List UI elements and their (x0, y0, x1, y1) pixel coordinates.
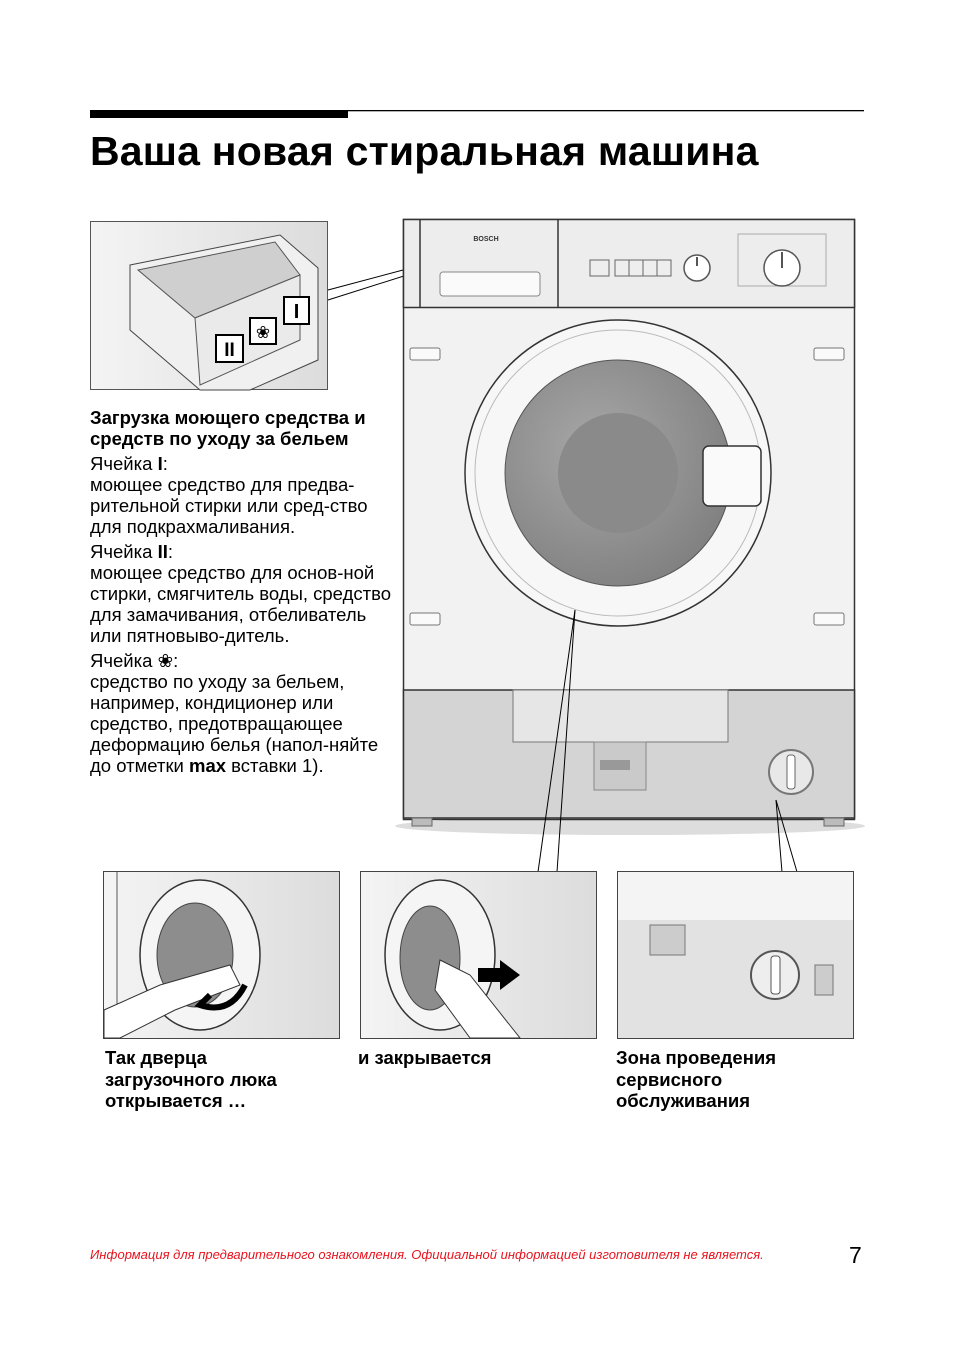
drawer-cell-flower-label (249, 317, 277, 345)
cell-1-mark: I (157, 453, 163, 474)
cell-1-description: Ячейка I:моющее средство для предва-рите… (90, 453, 368, 537)
door-opening-illustration (103, 871, 340, 1039)
flower-icon: ❀ (157, 650, 174, 671)
detergent-description: Загрузка моющего средства и средств по у… (90, 407, 395, 780)
page-number: 7 (849, 1242, 862, 1268)
detergent-drawer-illustration: I ❀ II (90, 221, 449, 391)
door-handle (702, 445, 762, 507)
page-title: Ваша новая стиральная машина (90, 128, 759, 174)
detergent-heading: Загрузка моющего средства и средств по у… (90, 407, 366, 449)
disclaimer-footer: Информация для предварительного ознакомл… (90, 1247, 764, 1262)
drawer-cell-I-label (283, 296, 310, 325)
cell-1-label: Ячейка (90, 453, 158, 474)
cell-2-mark: II (157, 541, 168, 562)
cell-3-label: Ячейка (90, 650, 158, 671)
door-closing-illustration (360, 871, 597, 1039)
caption-door-close: и закрывается (358, 1047, 492, 1068)
spin-knob (683, 254, 711, 282)
caption-door-open: Так дверца загрузочного люка открывается… (105, 1047, 277, 1111)
svg-text:I: I (294, 301, 300, 323)
svg-text:❀: ❀ (256, 323, 270, 342)
caption-service-area: Зона проведения сервисного обслуживания (616, 1047, 777, 1111)
service-area-illustration (617, 871, 854, 1039)
title-rule (90, 110, 864, 112)
drawer-cell-II-label (215, 334, 244, 363)
title-bar-thick (90, 110, 348, 118)
cell-1-text: моющее средство для предва-рительной сти… (90, 474, 368, 537)
cell-2-label: Ячейка (90, 541, 158, 562)
washing-machine-illustration: BOSCH (395, 218, 865, 873)
max-mark: max (189, 755, 227, 776)
svg-text:II: II (224, 340, 235, 361)
cell-2-description: Ячейка II:моющее средство для основ-ной … (90, 541, 391, 646)
detergent-drawer-handle (439, 271, 541, 297)
cell-3-description: Ячейка ❀:средство по уходу за бельем, на… (90, 650, 379, 776)
control-buttons (589, 259, 672, 277)
cell-3-text-end: вставки 1). (226, 755, 324, 776)
cell-3-text: средство по уходу за бельем, например, к… (90, 671, 379, 776)
cell-2-text: моющее средство для основ-ной стирки, см… (90, 562, 391, 646)
svg-text:BOSCH: BOSCH (473, 236, 498, 243)
